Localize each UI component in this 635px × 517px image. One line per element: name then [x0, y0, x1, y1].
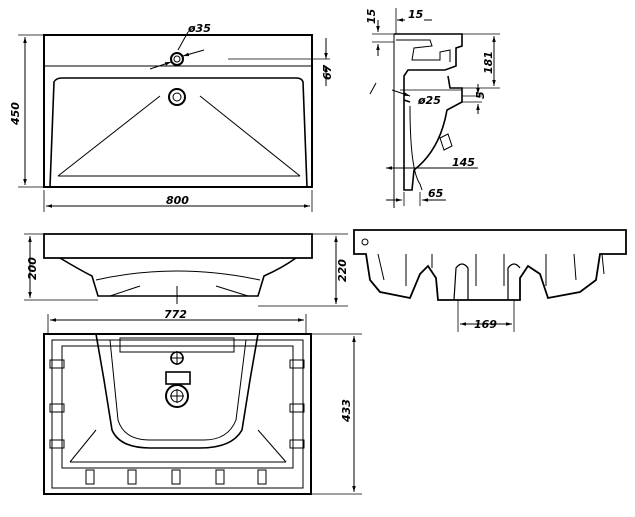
bottom-rib-front-5 — [257, 469, 267, 485]
bottom-rib-right-1 — [289, 359, 305, 369]
faucet-hole-inner — [173, 55, 181, 63]
section-view-outline — [353, 229, 627, 301]
bottom-view-drain-tab — [165, 371, 191, 385]
section-view-hole — [361, 238, 369, 246]
front-view-top-slab — [43, 233, 313, 259]
top-view-basin — [49, 77, 308, 188]
side-view: 15 15 181 ø25 5 145 65 — [365, 8, 500, 208]
dim-front-height-left: 200 — [26, 257, 39, 280]
dim-hole-offset: 67 — [321, 64, 334, 80]
dim-side-lip: 15 — [365, 8, 378, 24]
side-view-overflow — [439, 133, 453, 151]
dim-bottom-width: 772 — [164, 308, 187, 321]
dim-section-width: 169 — [474, 318, 497, 331]
bottom-view: 772 433 — [43, 308, 362, 495]
top-view: ø35 67 450 800 — [9, 22, 334, 212]
dim-bottom-depth: 433 — [340, 399, 353, 423]
bottom-rib-front-2 — [127, 469, 137, 485]
section-view-drain — [453, 263, 521, 301]
bottom-rib-right-3 — [289, 439, 305, 449]
bottom-rib-right-2 — [289, 403, 305, 413]
dim-side-bottom: 145 — [452, 156, 475, 169]
dim-front-height-right: 220 — [336, 259, 349, 282]
front-view-bowl-rim — [95, 270, 261, 281]
side-view-mark — [369, 82, 377, 95]
bottom-rib-front-1 — [85, 469, 95, 485]
dim-top-depth: 450 — [9, 102, 22, 126]
top-view-slope-lines — [57, 95, 301, 177]
bottom-view-inner-outline — [51, 339, 304, 489]
bottom-view-bowl-inner — [109, 339, 247, 441]
front-view-slopes — [109, 285, 249, 297]
top-view-outline — [43, 34, 313, 188]
side-view-bowl-inner — [409, 105, 423, 191]
front-view: 200 220 — [24, 233, 349, 307]
side-view-top-rim — [394, 33, 463, 103]
section-view-ribs — [377, 253, 605, 286]
bottom-view-outline — [43, 333, 312, 495]
bottom-rib-left-2 — [49, 403, 65, 413]
bottom-view-inner-frame — [61, 345, 294, 469]
bottom-view-bowl — [95, 333, 259, 449]
bottom-rib-front-3 — [171, 469, 181, 485]
dim-side-top: 15 — [408, 8, 424, 21]
bottom-rib-left-1 — [49, 359, 65, 369]
bottom-view-drain-hole — [165, 384, 189, 408]
side-view-inner-rim — [396, 39, 451, 62]
dim-drain-offset: 5 — [474, 91, 487, 99]
drain-hole-inner — [172, 92, 182, 102]
dim-side-base: 65 — [428, 187, 444, 200]
bottom-rib-front-4 — [215, 469, 225, 485]
dim-side-height: 181 — [482, 51, 495, 74]
front-view-bowl — [59, 257, 297, 297]
bottom-view-base-lines — [69, 429, 287, 463]
dim-hole-diameter: ø35 — [187, 22, 211, 35]
dim-top-width: 800 — [166, 194, 189, 207]
faucet-hole — [170, 52, 184, 66]
section-view: 169 — [353, 229, 627, 332]
dim-drain-diameter: ø25 — [417, 94, 441, 107]
drain-hole — [168, 88, 186, 106]
bottom-rib-left-3 — [49, 439, 65, 449]
